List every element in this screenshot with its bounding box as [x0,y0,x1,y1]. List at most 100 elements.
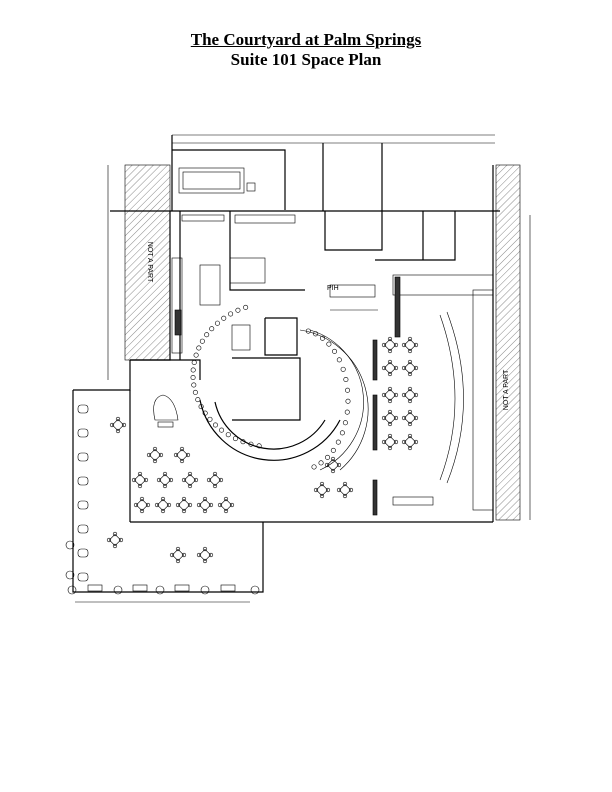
table-top [403,388,417,402]
table-top [403,435,417,449]
booth-seat [77,500,89,510]
table-top [403,361,417,375]
table [381,336,399,354]
bar-stool [190,375,196,381]
chair [160,508,166,514]
chair [181,477,187,483]
chair [413,392,419,398]
chair [324,462,330,468]
chair [169,552,175,558]
table [131,471,149,489]
table-top [383,361,397,375]
chair [407,433,413,439]
chair [139,496,145,502]
bar-stool [320,335,326,341]
table-top [326,458,340,472]
not-a-part-right-zone [495,164,521,521]
bar-stool [199,338,205,344]
chair [217,502,223,508]
chair [139,508,145,514]
chair [166,502,172,508]
chair [106,537,112,543]
chair [393,439,399,445]
chair [218,477,224,483]
table [401,433,419,451]
dining-tables [77,336,419,582]
chair [413,439,419,445]
table-top [135,498,149,512]
table [154,496,172,514]
chair [401,392,407,398]
table [381,409,399,427]
bar-stool [225,432,231,438]
chair [387,433,393,439]
chair [196,502,202,508]
planter [113,585,123,595]
table-top [315,483,329,497]
chair [212,483,218,489]
chair [401,365,407,371]
bar-stool [342,420,348,426]
chair [202,508,208,514]
table-top [383,435,397,449]
table-top [111,418,125,432]
bar-stool [196,345,202,351]
table-top [383,411,397,425]
bar-stool [209,326,215,332]
bar-stool [214,320,220,326]
chair [407,371,413,377]
booth-seat [77,524,89,534]
chair [342,493,348,499]
bar-stool [340,366,346,372]
bar-stool [207,416,213,422]
bar-stool [219,427,225,433]
table-top [219,498,233,512]
bar-stool [318,460,324,466]
chair [187,471,193,477]
table-top [198,498,212,512]
chair [146,452,152,458]
chair [112,531,118,537]
table-top [177,498,191,512]
bar-stool [325,454,331,460]
chair [381,342,387,348]
bar-stool [248,441,254,447]
chair [152,458,158,464]
table-top [156,498,170,512]
table [175,496,193,514]
table [401,409,419,427]
chair [407,336,413,342]
chair [319,481,325,487]
chair [187,483,193,489]
chair [196,552,202,558]
bar-stool [228,311,234,317]
table [324,456,342,474]
bar-stool [332,348,338,354]
booth-seat [77,548,89,558]
table [217,496,235,514]
chair [407,445,413,451]
bar-stool [330,447,336,453]
chair [121,422,127,428]
chair [407,398,413,404]
booth-seat [77,404,89,414]
chair [413,365,419,371]
chair [109,422,115,428]
table-top [338,483,352,497]
bar-stool [235,307,241,313]
booths [372,274,494,516]
chair [181,496,187,502]
dimension-lines [75,134,531,603]
bar-stool [212,422,218,428]
pih-label: PIH [327,285,339,292]
bar-stool [243,304,249,310]
chair [407,409,413,415]
kitchen-equipment [171,167,378,354]
chair [206,477,212,483]
planter [65,540,75,550]
bar-stool [190,367,196,373]
table [401,336,419,354]
chair [313,487,319,493]
bar-stools [190,304,351,470]
chair [137,471,143,477]
